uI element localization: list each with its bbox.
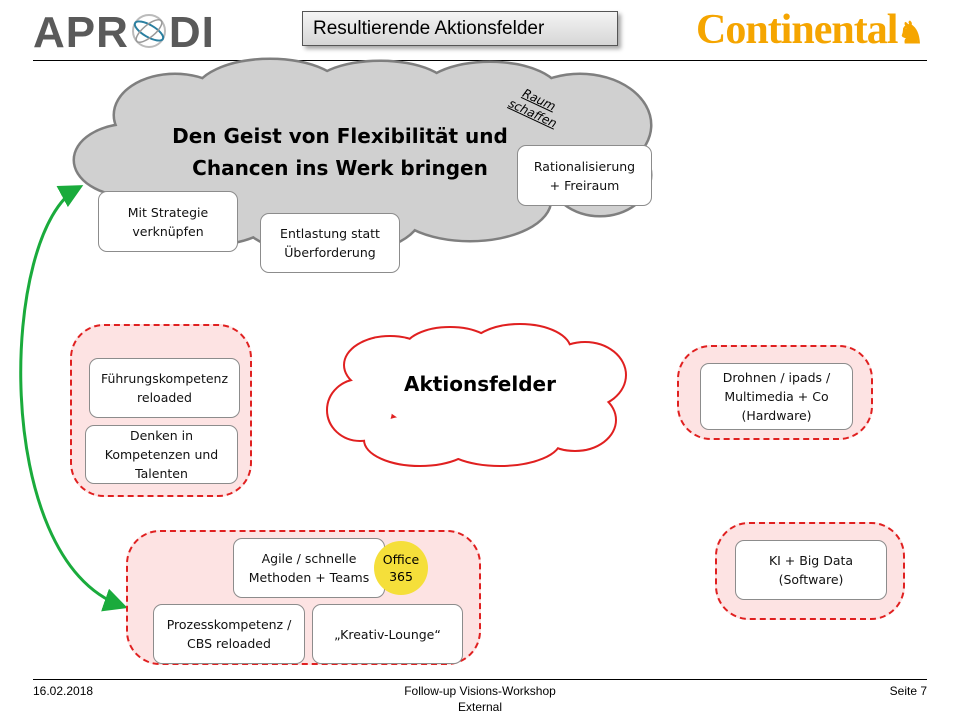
top-cloud-title: Den Geist von Flexibilität und Chancen i… (172, 124, 508, 180)
office365-badge: Office 365 (374, 541, 428, 595)
process-box: Prozesskompetenz / CBS reloaded (153, 604, 305, 664)
relief-box: Entlastung statt Überforderung (260, 213, 400, 273)
center-cloud-title: Aktionsfelder (404, 372, 556, 396)
software-box: KI + Big Data (Software) (735, 540, 887, 600)
leadership-box: Führungskompetenz reloaded (89, 358, 240, 418)
rationalization-box: Rationalisierung + Freiraum (517, 145, 652, 206)
hardware-box: Drohnen / ipads / Multimedia + Co (Hardw… (700, 363, 853, 430)
slide-title: Resultierende Aktionsfelder (302, 11, 618, 46)
strategy-box: Mit Strategie verknüpfen (98, 191, 238, 252)
talents-box: Denken in Kompetenzen und Talenten (85, 425, 238, 484)
cloud-lobe (328, 380, 392, 440)
bidirectional-arrow (19, 185, 128, 612)
cloud-lobe (110, 95, 570, 215)
footer-classification: External (457, 700, 503, 714)
globe-icon (131, 14, 166, 48)
continental-logo: Continental♞ (696, 7, 924, 53)
cloud-lobe (380, 355, 580, 435)
horse-icon: ♞ (897, 17, 924, 50)
footer-title: Follow-up Visions-Workshop (404, 684, 556, 698)
center-cloud (326, 323, 627, 467)
header-divider (33, 60, 927, 61)
footer-page: Seite 7 (889, 684, 927, 698)
footer-divider (33, 679, 927, 680)
agile-box: Agile / schnelle Methoden + Teams (233, 538, 385, 598)
footer-date: 16.02.2018 (33, 684, 94, 698)
creative-lounge-box: „Kreativ-Lounge“ (312, 604, 463, 664)
